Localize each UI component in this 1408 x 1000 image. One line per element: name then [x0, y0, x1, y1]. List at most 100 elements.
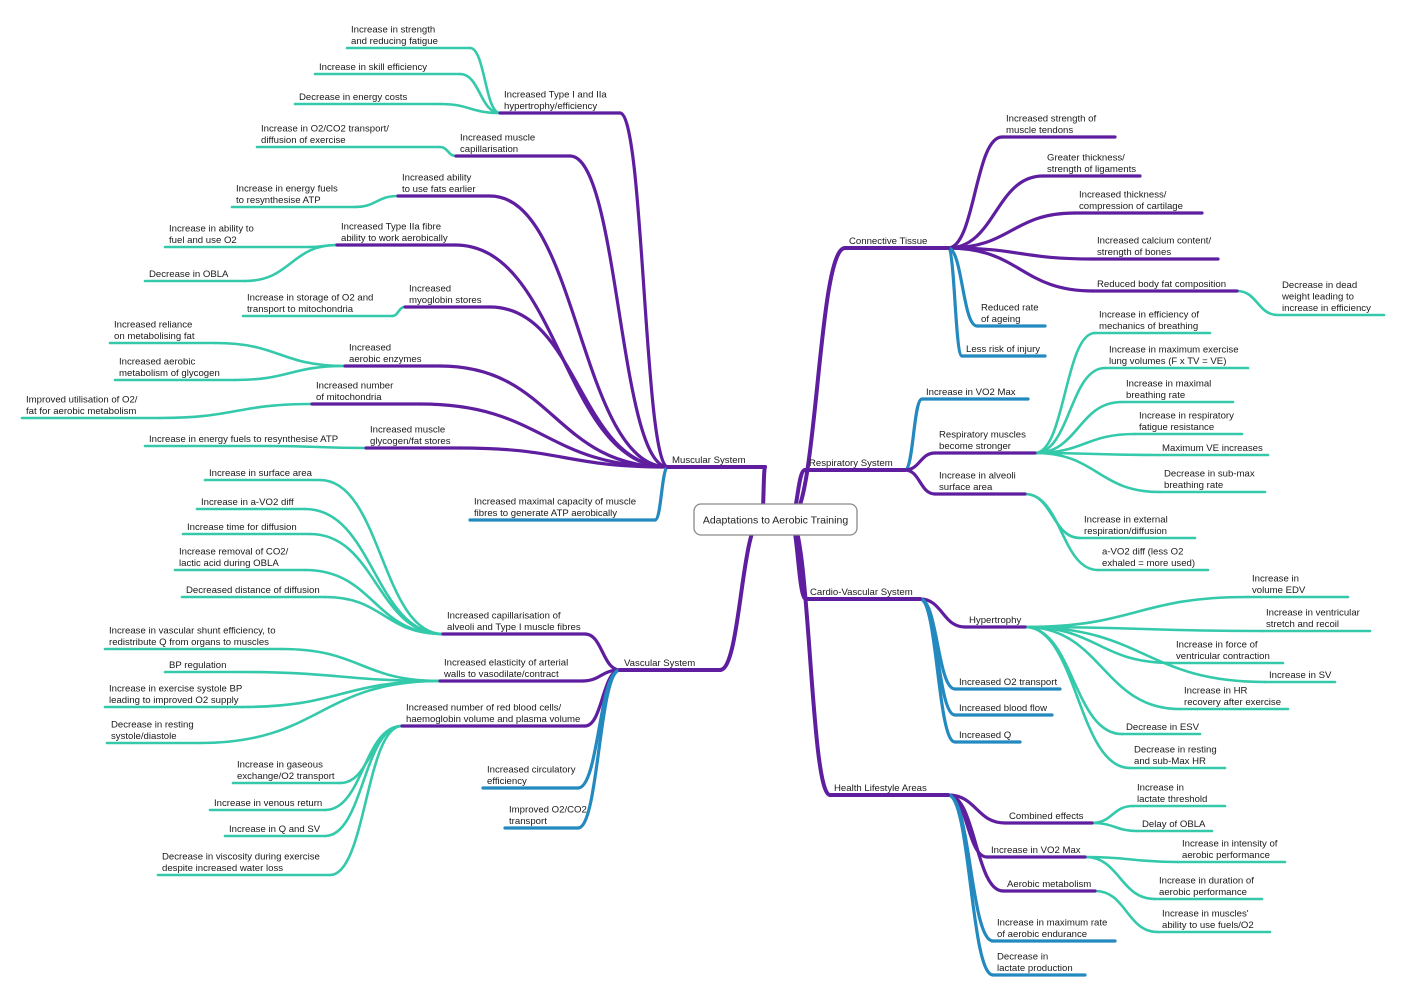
- node-increase-in-surface-area[interactable]: Increase in surface area: [203, 468, 322, 482]
- node-increased-number-of-red-blood-cells-haemoglobin-volume-and-plasma-volume[interactable]: Increased number of red blood cells/haem…: [400, 703, 587, 728]
- node-increase-in-venous-return[interactable]: Increase in venous return: [208, 798, 327, 812]
- node-cardio-vascular-system[interactable]: Cardio-Vascular System: [804, 587, 922, 601]
- node-decreased-distance-of-diffusion[interactable]: Decreased distance of diffusion: [180, 585, 327, 599]
- node-muscular-system[interactable]: Muscular System: [666, 455, 767, 469]
- node-label-line: mechanics of breathing: [1099, 321, 1198, 332]
- node-increase-in-q-and-sv[interactable]: Increase in Q and SV: [223, 824, 327, 838]
- node-increase-in-skill-efficiency[interactable]: Increase in skill efficiency: [313, 62, 462, 76]
- node-label: Increase in surface area: [209, 468, 313, 479]
- node-respiratory-system[interactable]: Respiratory System: [803, 458, 907, 472]
- node-decrease-in-obla[interactable]: Decrease in OBLA: [143, 269, 247, 283]
- node-increase-in-sv[interactable]: Increase in SV: [1263, 670, 1337, 684]
- node-label-line: walls to vasodilate/contract: [443, 669, 559, 680]
- node-label-line: Increase in HR: [1184, 686, 1248, 697]
- node-vascular-system[interactable]: Vascular System: [618, 658, 722, 672]
- node-maximum-ve-increases[interactable]: Maximum VE increases: [1156, 443, 1270, 457]
- node-connective-tissue[interactable]: Connective Tissue: [843, 236, 950, 250]
- node-hypertrophy[interactable]: Hypertrophy: [963, 615, 1027, 629]
- node-increased-calcium-content-strength-of-bones[interactable]: Increased calcium content/strength of bo…: [1091, 236, 1220, 261]
- node-increase-in-energy-fuels-to-resynthesise-atp[interactable]: Increase in energy fuels to resynthesise…: [143, 434, 338, 448]
- connector-line: [946, 793, 995, 977]
- node-label: Increase in skill efficiency: [319, 62, 427, 73]
- node-increase-in-o2-co2-transport-diffusion-of-exercise[interactable]: Increase in O2/CO2 transport/diffusion o…: [255, 124, 442, 149]
- central-topic[interactable]: Adaptations to Aerobic Training: [693, 503, 858, 536]
- node-improved-utilisation-of-o2-fat-for-aerobic-metabolism[interactable]: Improved utilisation of O2/fat for aerob…: [20, 395, 162, 420]
- node-label-line: fuel and use O2: [169, 235, 237, 246]
- node-combined-effects[interactable]: Combined effects: [1003, 811, 1094, 825]
- node-increased-q[interactable]: Increased Q: [953, 730, 1022, 744]
- node-bp-regulation[interactable]: BP regulation: [163, 660, 242, 674]
- node-reduced-body-fat-composition[interactable]: Reduced body fat composition: [1091, 279, 1239, 293]
- node-label: Increase in O2/CO2 transport/diffusion o…: [261, 124, 389, 147]
- node-increase-removal-of-co2-lactic-acid-during-obla[interactable]: Increase removal of CO2/lactic acid duri…: [173, 547, 307, 572]
- node-health-lifestyle-areas[interactable]: Health Lifestyle Areas: [828, 783, 950, 797]
- node-less-risk-of-injury[interactable]: Less risk of injury: [960, 344, 1047, 358]
- node-increase-in-vo2-max[interactable]: Increase in VO2 Max: [920, 387, 1030, 401]
- node-increase-in-vo2-max[interactable]: Increase in VO2 Max: [985, 845, 1087, 859]
- central-topic-box[interactable]: [693, 503, 858, 536]
- node-increased-o2-transport[interactable]: Increased O2 transport: [953, 677, 1062, 691]
- node-decrease-in-esv[interactable]: Decrease in ESV: [1120, 722, 1202, 736]
- node-increase-in-vascular-shunt-efficiency-to-redistribute-q-from-organs-to-muscles[interactable]: Increase in vascular shunt efficiency, t…: [103, 626, 284, 651]
- node-increase-in-a-vo2-diff[interactable]: Increase in a-VO2 diff: [195, 497, 307, 511]
- node-aerobic-metabolism[interactable]: Aerobic metabolism: [1001, 879, 1097, 893]
- node-increased-blood-flow[interactable]: Increased blood flow: [953, 703, 1054, 717]
- connector-line: [946, 135, 1004, 250]
- node-delay-of-obla[interactable]: Delay of OBLA: [1136, 819, 1214, 833]
- node-increased-thickness-compression-of-cartilage[interactable]: Increased thickness/compression of carti…: [1073, 190, 1204, 215]
- node-increase-in-muscles-ability-to-use-fuels-o2[interactable]: Increase in muscles'ability to use fuels…: [1156, 909, 1272, 934]
- node-greater-thickness-strength-of-ligaments[interactable]: Greater thickness/strength of ligaments: [1041, 153, 1142, 178]
- node-increase-time-for-diffusion[interactable]: Increase time for diffusion: [181, 522, 312, 536]
- node-decrease-in-energy-costs[interactable]: Decrease in energy costs: [293, 92, 442, 106]
